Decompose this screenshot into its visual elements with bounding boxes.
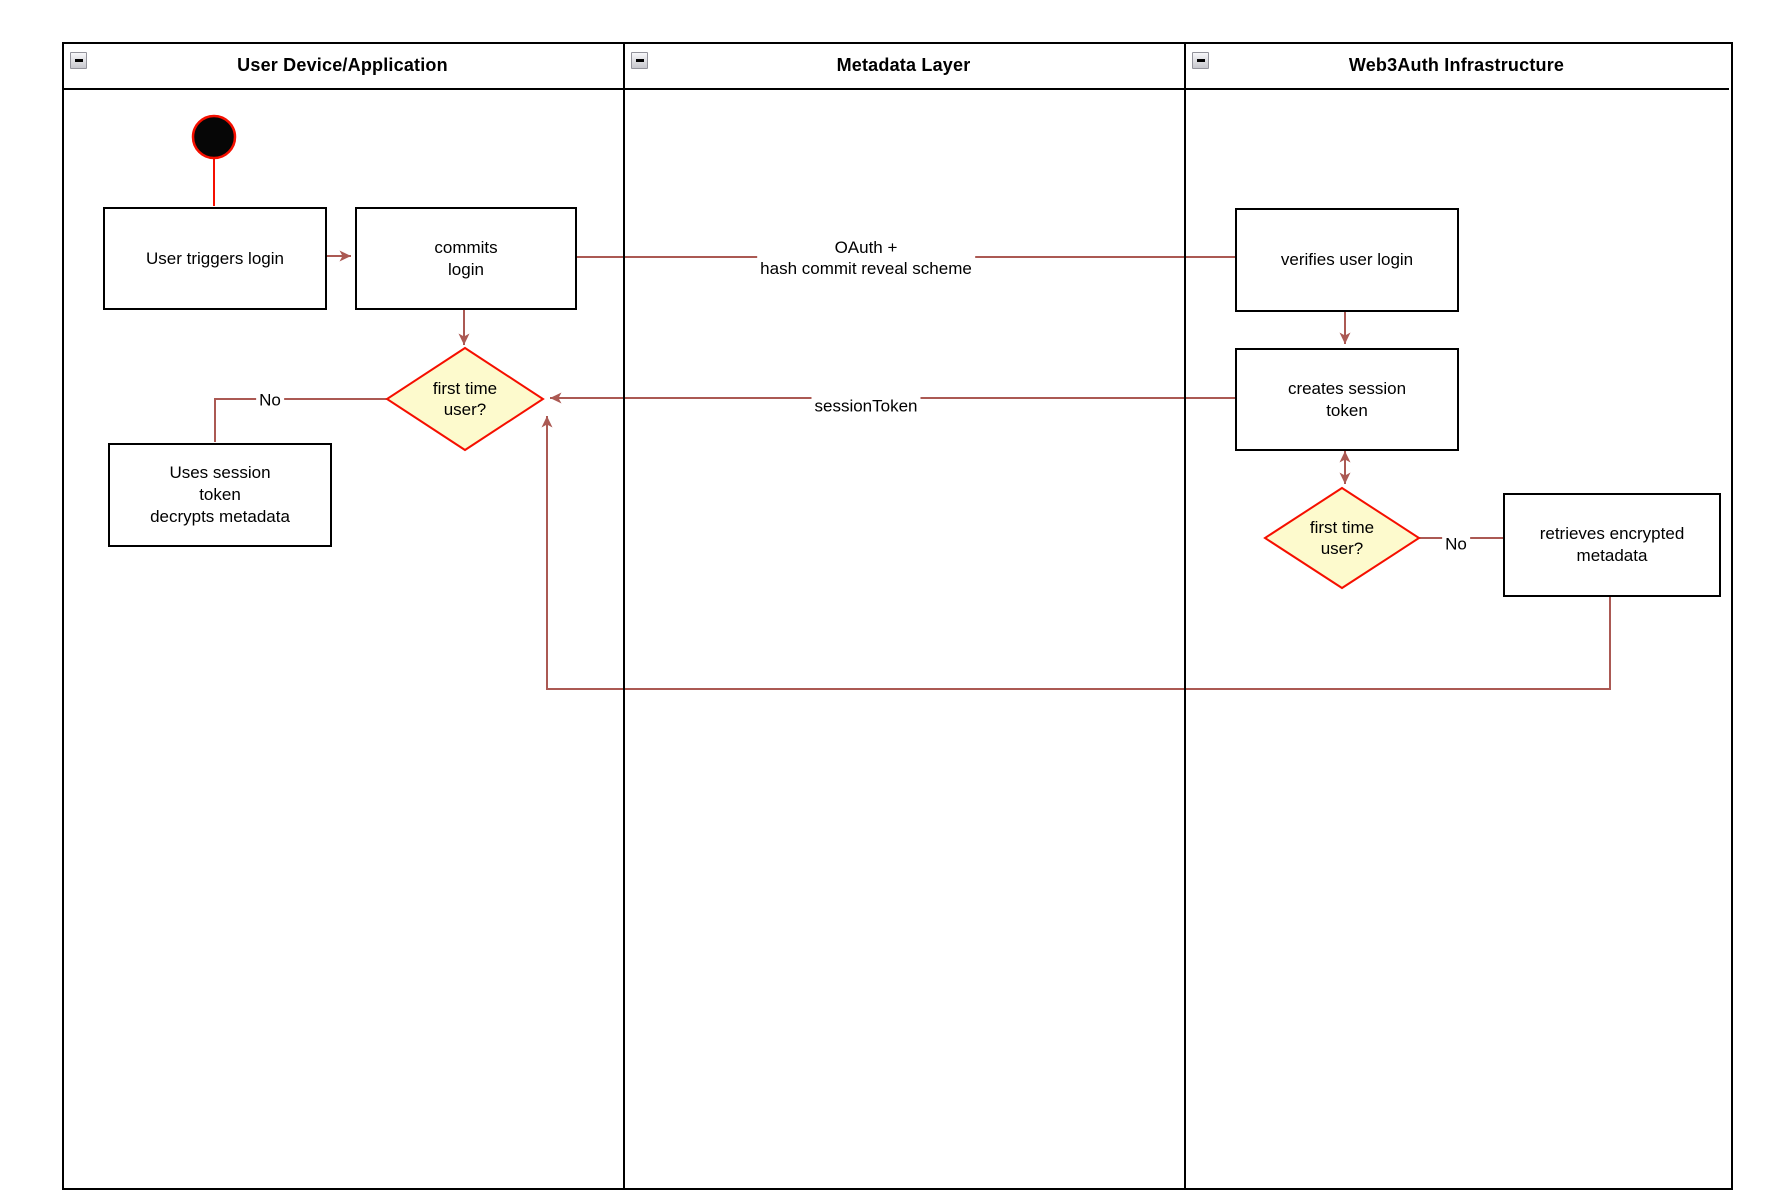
node-creates-session-token[interactable]: creates session token xyxy=(1235,348,1459,451)
lane-title: Web3Auth Infrastructure xyxy=(1348,54,1565,75)
minus-glyph xyxy=(635,59,644,62)
collapse-lane-icon[interactable] xyxy=(70,52,87,69)
initial-node[interactable] xyxy=(191,114,237,160)
edge-label-no-infra: No xyxy=(1442,533,1470,555)
collapse-lane-icon[interactable] xyxy=(1192,52,1209,69)
edge-label-oauth: OAuth + hash commit reveal scheme xyxy=(757,237,975,279)
edge-label-no-device: No xyxy=(256,389,284,411)
edge-label-session-token: sessionToken xyxy=(811,395,921,417)
node-user-triggers-login[interactable]: User triggers login xyxy=(103,207,327,310)
lane-header-user-device[interactable]: User Device/Application xyxy=(62,42,623,90)
edge-decision1-no xyxy=(214,398,387,442)
lane-header-metadata-layer[interactable]: Metadata Layer xyxy=(623,42,1184,90)
pool-frame xyxy=(62,42,1733,1190)
edge-metadata-return xyxy=(541,416,1611,690)
node-uses-session-token[interactable]: Uses session token decrypts metadata xyxy=(108,443,332,547)
node-commits-login[interactable]: commits login xyxy=(355,207,577,310)
minus-glyph xyxy=(1196,59,1205,62)
lane-title: User Device/Application xyxy=(237,54,448,75)
lane-divider-2 xyxy=(1184,42,1186,1190)
decision-first-time-user-device[interactable] xyxy=(385,346,545,452)
lane-header-web3auth[interactable]: Web3Auth Infrastructure xyxy=(1184,42,1729,90)
node-verifies-user-login[interactable]: verifies user login xyxy=(1235,208,1459,312)
decision-first-time-user-infra[interactable] xyxy=(1263,486,1421,590)
lane-title: Metadata Layer xyxy=(836,54,971,75)
node-retrieves-encrypted-metadata[interactable]: retrieves encrypted metadata xyxy=(1503,493,1721,597)
lane-divider-1 xyxy=(623,42,625,1190)
collapse-lane-icon[interactable] xyxy=(631,52,648,69)
minus-glyph xyxy=(74,59,83,62)
